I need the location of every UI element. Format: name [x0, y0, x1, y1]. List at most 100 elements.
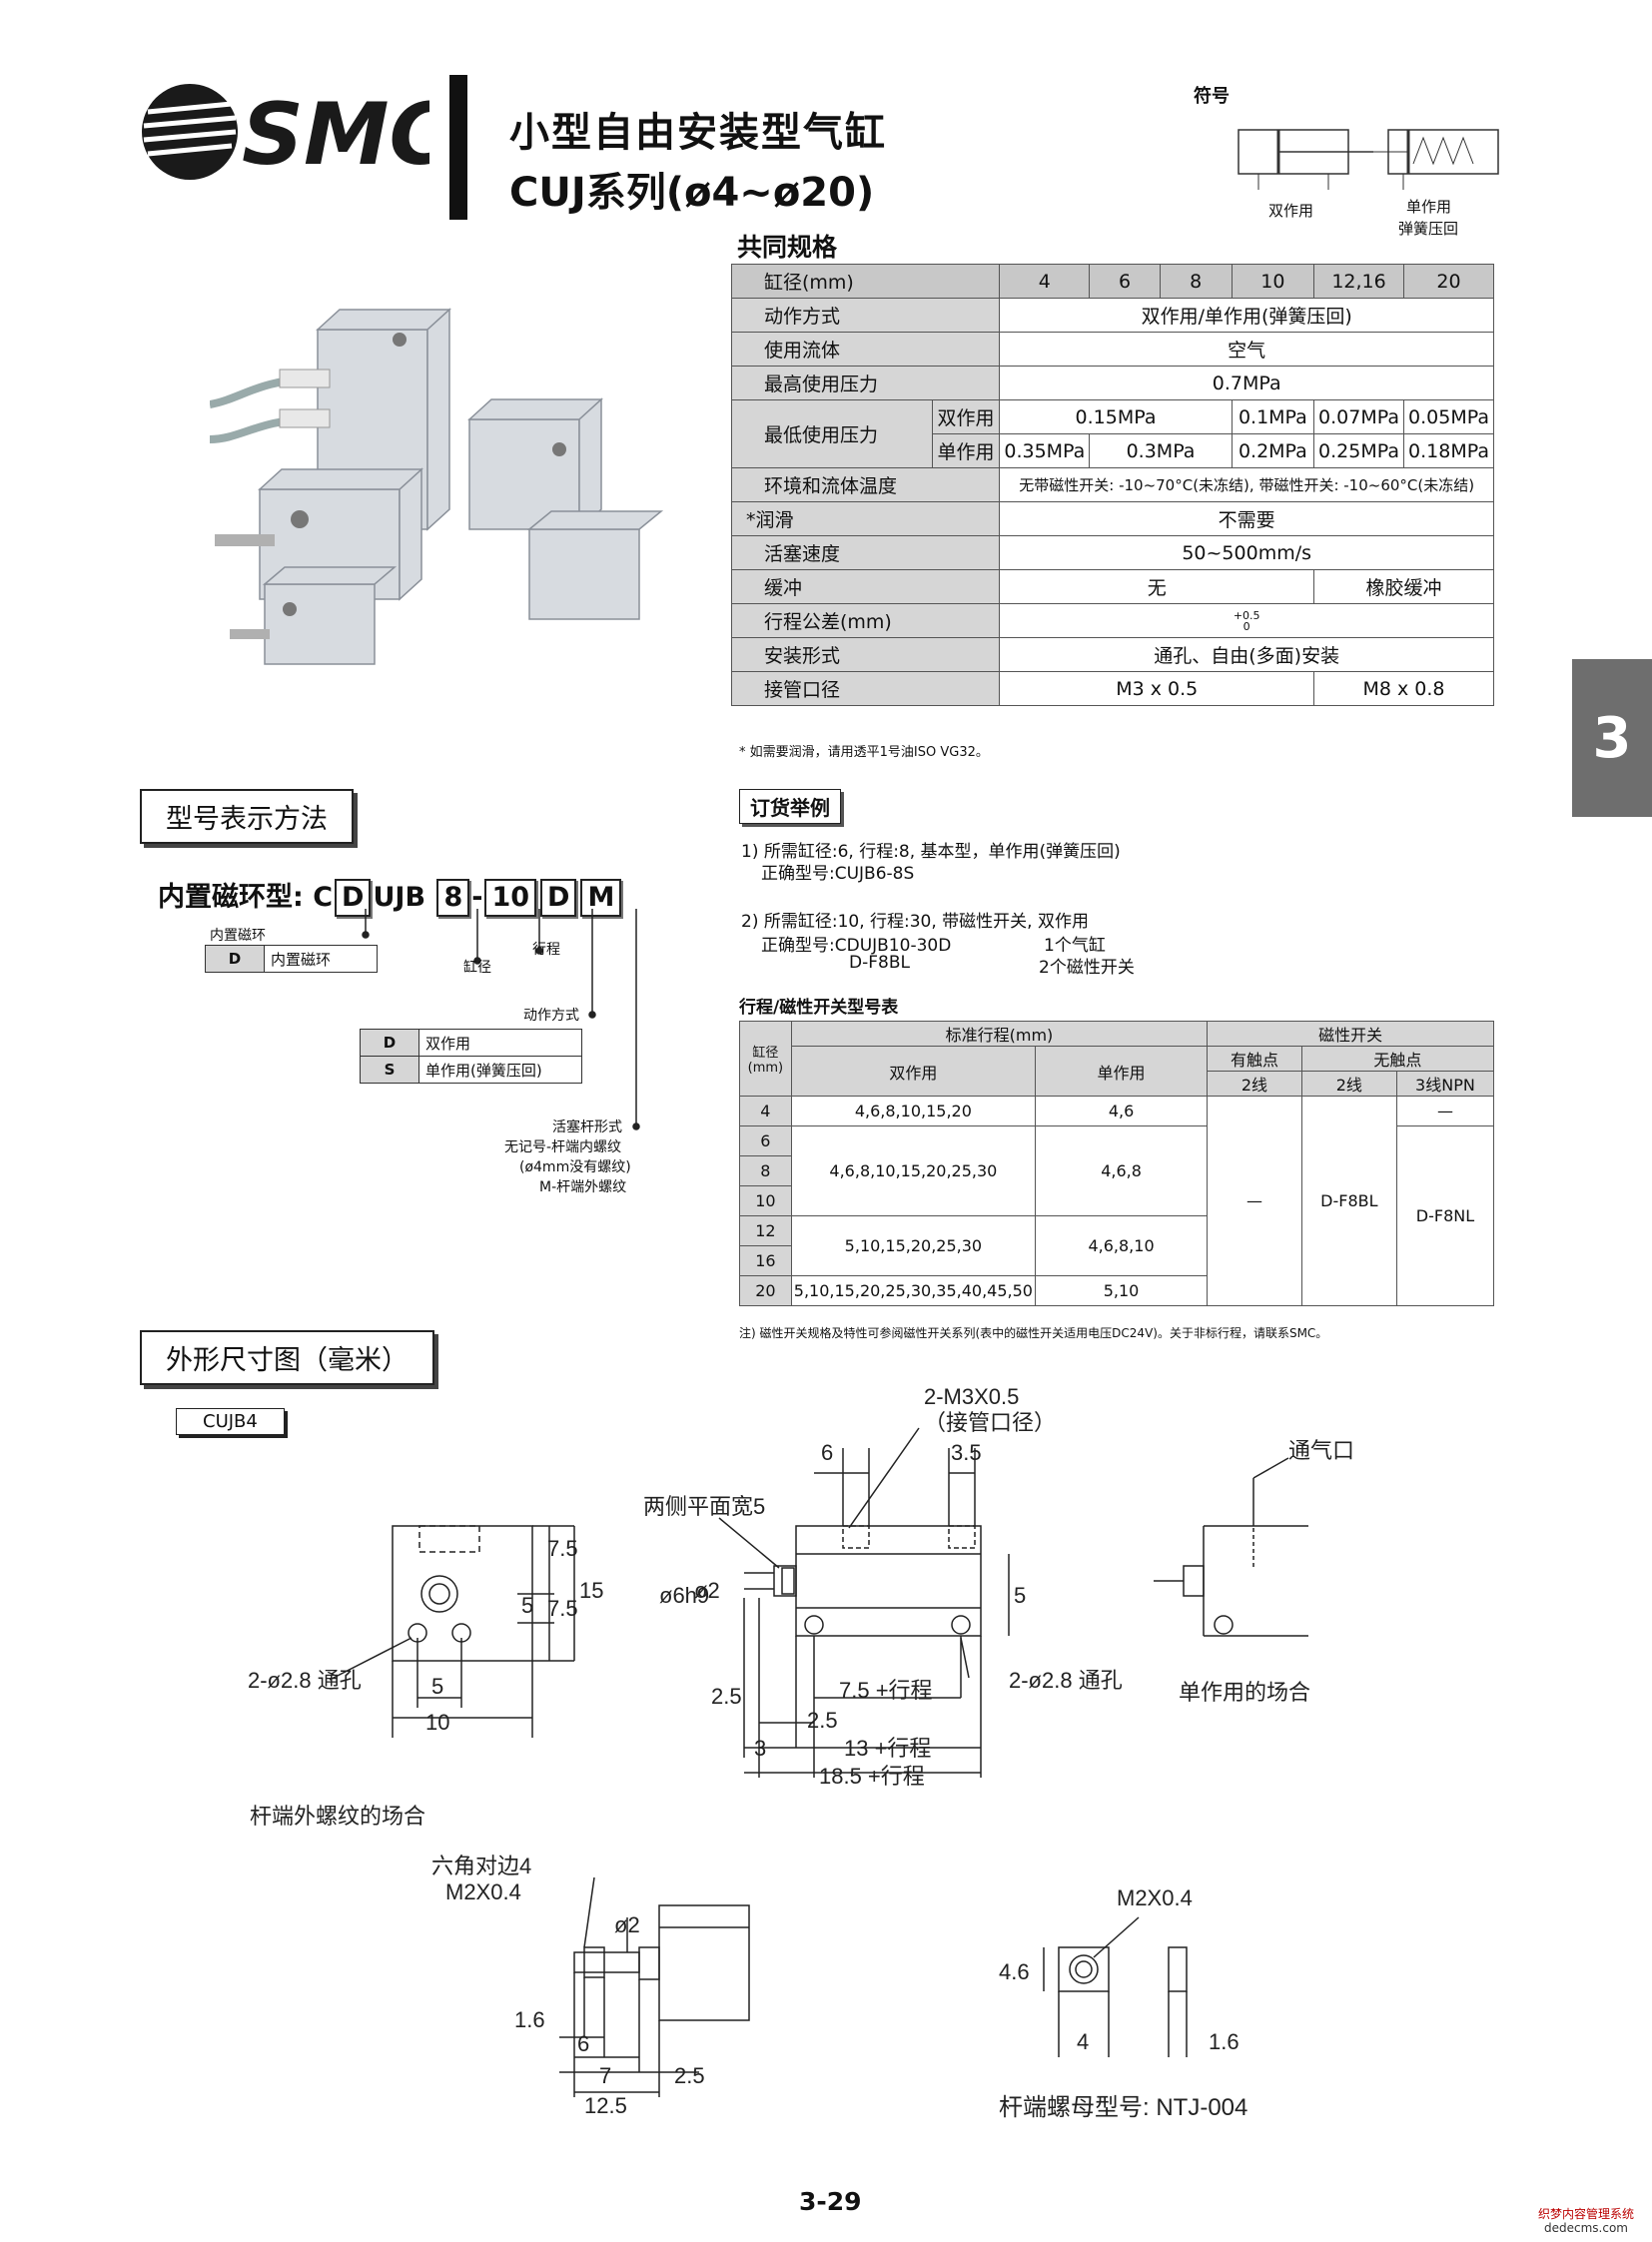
order-example-2-qty: 1个气缸: [1044, 936, 1106, 956]
smc-logo: SMC: [142, 84, 429, 182]
dimension-drawings: 7.5 7.5 15 5 5 10 6 3.5 ø6h9 ø2 5 2.5 2.…: [248, 1384, 1354, 2121]
header-divider: [449, 75, 467, 220]
dim-2-5a: 2.5: [711, 1684, 742, 1709]
double-label: 双作用: [931, 399, 1001, 434]
action-code: S: [360, 1056, 419, 1084]
port-label: 接管口径: [730, 671, 1001, 706]
three-wire-header: 3线NPN: [1395, 1071, 1495, 1097]
min-pressure-cell: 0.15MPa: [999, 399, 1233, 434]
rod-option: (ø4mm没有螺纹): [519, 1159, 631, 1175]
rod-label: 活塞杆形式: [552, 1120, 622, 1135]
action-desc: 双作用: [418, 1029, 582, 1057]
order-example-1: 1) 所需缸径:6, 行程:8, 基本型，单作用(弹簧压回): [741, 842, 1121, 862]
rod-option: 无记号-杆端内螺纹: [504, 1139, 622, 1155]
lube-note: * 如需要润滑，请用透平1号油ISO VG32。: [739, 745, 989, 760]
dim-13-stroke: 13 +行程: [844, 1736, 931, 1761]
port-note-sub: （接管口径）: [924, 1410, 1056, 1435]
rod-option: M-杆端外螺纹: [539, 1179, 627, 1195]
port-small: M3 x 0.5: [999, 671, 1315, 706]
model-leader-lines: [362, 909, 640, 1130]
bore-cell: 12,16: [1313, 264, 1404, 299]
max-pressure-value: 0.7MPa: [999, 366, 1494, 400]
dim-12-5: 12.5: [584, 2093, 627, 2118]
model-part: 8: [436, 879, 470, 917]
model-part: -: [471, 882, 483, 913]
brand-text: SMC: [242, 85, 429, 182]
dim-2-5b: 2.5: [807, 1708, 838, 1733]
bore-cell: 4: [999, 264, 1091, 299]
stroke-label: 行程: [532, 942, 560, 958]
stroke-table-heading: 行程/磁性开关型号表: [739, 998, 899, 1018]
bore-cell: 6: [1089, 264, 1161, 299]
min-pressure-cell: 0.3MPa: [1089, 433, 1233, 468]
noncontact-2w-cell: D-F8BL: [1300, 1096, 1397, 1306]
stroke-table: 缸径 (mm) 标准行程(mm) 磁性开关 双作用 单作用 有触点 无触点 2线…: [739, 1021, 1495, 1306]
bore-cell: 10: [739, 1185, 792, 1216]
fluid-label: 使用流体: [730, 332, 1001, 367]
dim-1-6b: 1.6: [1209, 2029, 1239, 2054]
cushion-none: 无: [999, 569, 1315, 604]
mount-value: 通孔、自由(多面)安装: [999, 637, 1494, 672]
tolerance-label: 行程公差(mm): [730, 603, 1001, 638]
dim-10: 10: [425, 1710, 449, 1735]
model-part: M: [580, 879, 622, 917]
fluid-value: 空气: [999, 332, 1494, 367]
two-wire-header: 2线: [1300, 1071, 1397, 1097]
dim-18-5-stroke: 18.5 +行程: [819, 1764, 925, 1789]
double-stroke-cell: 4,6,8,10,15,20,25,30: [790, 1125, 1036, 1216]
action-label: 动作方式: [730, 298, 1001, 333]
dim-1-6: 1.6: [514, 2007, 545, 2032]
two-wire-header: 2线: [1207, 1071, 1302, 1097]
single-stroke-cell: 4,6,8,10: [1034, 1215, 1209, 1276]
model-heading: 型号表示方法: [140, 789, 354, 844]
contact-cell: —: [1207, 1096, 1302, 1306]
temp-value: 无带磁性开关: -10~70°C(未冻结), 带磁性开关: -10~60°C(未…: [999, 467, 1494, 502]
lube-value: 不需要: [999, 501, 1494, 536]
action-value: 双作用/单作用(弹簧压回): [999, 298, 1494, 333]
bore-cell: 4: [739, 1096, 792, 1126]
single-stroke-cell: 5,10: [1034, 1275, 1209, 1306]
watermark-domain: dedecms.com: [1544, 2221, 1628, 2235]
dim-4-6: 4.6: [999, 1959, 1030, 1984]
single-header: 单作用: [1034, 1046, 1209, 1097]
dim-6h9: ø6h9: [659, 1583, 709, 1608]
lube-label: *润滑: [730, 501, 1001, 536]
min-pressure-cell: 0.05MPa: [1403, 399, 1494, 434]
bore-cell: 8: [1159, 264, 1233, 299]
bore-label: 缸径: [463, 960, 491, 976]
bore-label: 缸径(mm): [730, 264, 1001, 299]
mount-label: 安装形式: [730, 637, 1001, 672]
dim-2-5c: 2.5: [674, 2063, 705, 2088]
action-code-label: 动作方式: [523, 1008, 579, 1024]
action-desc: 单作用(弹簧压回): [418, 1056, 582, 1084]
action-code: D: [360, 1029, 419, 1057]
npn-dash-cell: —: [1395, 1096, 1495, 1126]
hex-note: 六角对边4: [431, 1854, 531, 1878]
double-stroke-cell: 5,10,15,20,25,30,35,40,45,50: [790, 1275, 1036, 1306]
order-example-2-switch: D-F8BL: [849, 953, 910, 973]
speed-value: 50~500mm/s: [999, 535, 1494, 570]
order-example-2-model: 正确型号:CDUJB10-30D: [761, 936, 952, 956]
min-pressure-cell: 0.18MPa: [1403, 433, 1494, 468]
bore-cell: 8: [739, 1155, 792, 1186]
dim-6: 6: [821, 1440, 833, 1465]
model-prefix: 内置磁环型:: [158, 882, 304, 913]
switch-header: 磁性开关: [1207, 1021, 1494, 1047]
min-pressure-cell: 0.2MPa: [1231, 433, 1315, 468]
dim-o2-rod: ø2: [614, 1912, 640, 1937]
min-pressure-label: 最低使用压力: [731, 399, 933, 468]
dim-7-5b: 7.5: [547, 1596, 578, 1621]
dim-5a: 5: [521, 1593, 533, 1618]
bore-cell: 12: [739, 1215, 792, 1246]
stroke-table-note: 注) 磁性开关规格及特性可参阅磁性开关系列(表中的磁性开关适用电压DC24V)。…: [739, 1326, 1328, 1340]
port-note: 2-M3X0.5: [924, 1384, 1019, 1409]
min-pressure-cell: 0.25MPa: [1313, 433, 1404, 468]
contact-header: 有触点: [1207, 1046, 1302, 1072]
order-example-1-model: 正确型号:CUJB6-8S: [761, 864, 915, 884]
single-case-label: 单作用的场合: [1179, 1680, 1310, 1705]
dim-4: 4: [1077, 2029, 1089, 2054]
dims-heading: 外形尺寸图（毫米）: [140, 1330, 434, 1385]
noncontact-3w-cell: D-F8NL: [1395, 1125, 1495, 1306]
